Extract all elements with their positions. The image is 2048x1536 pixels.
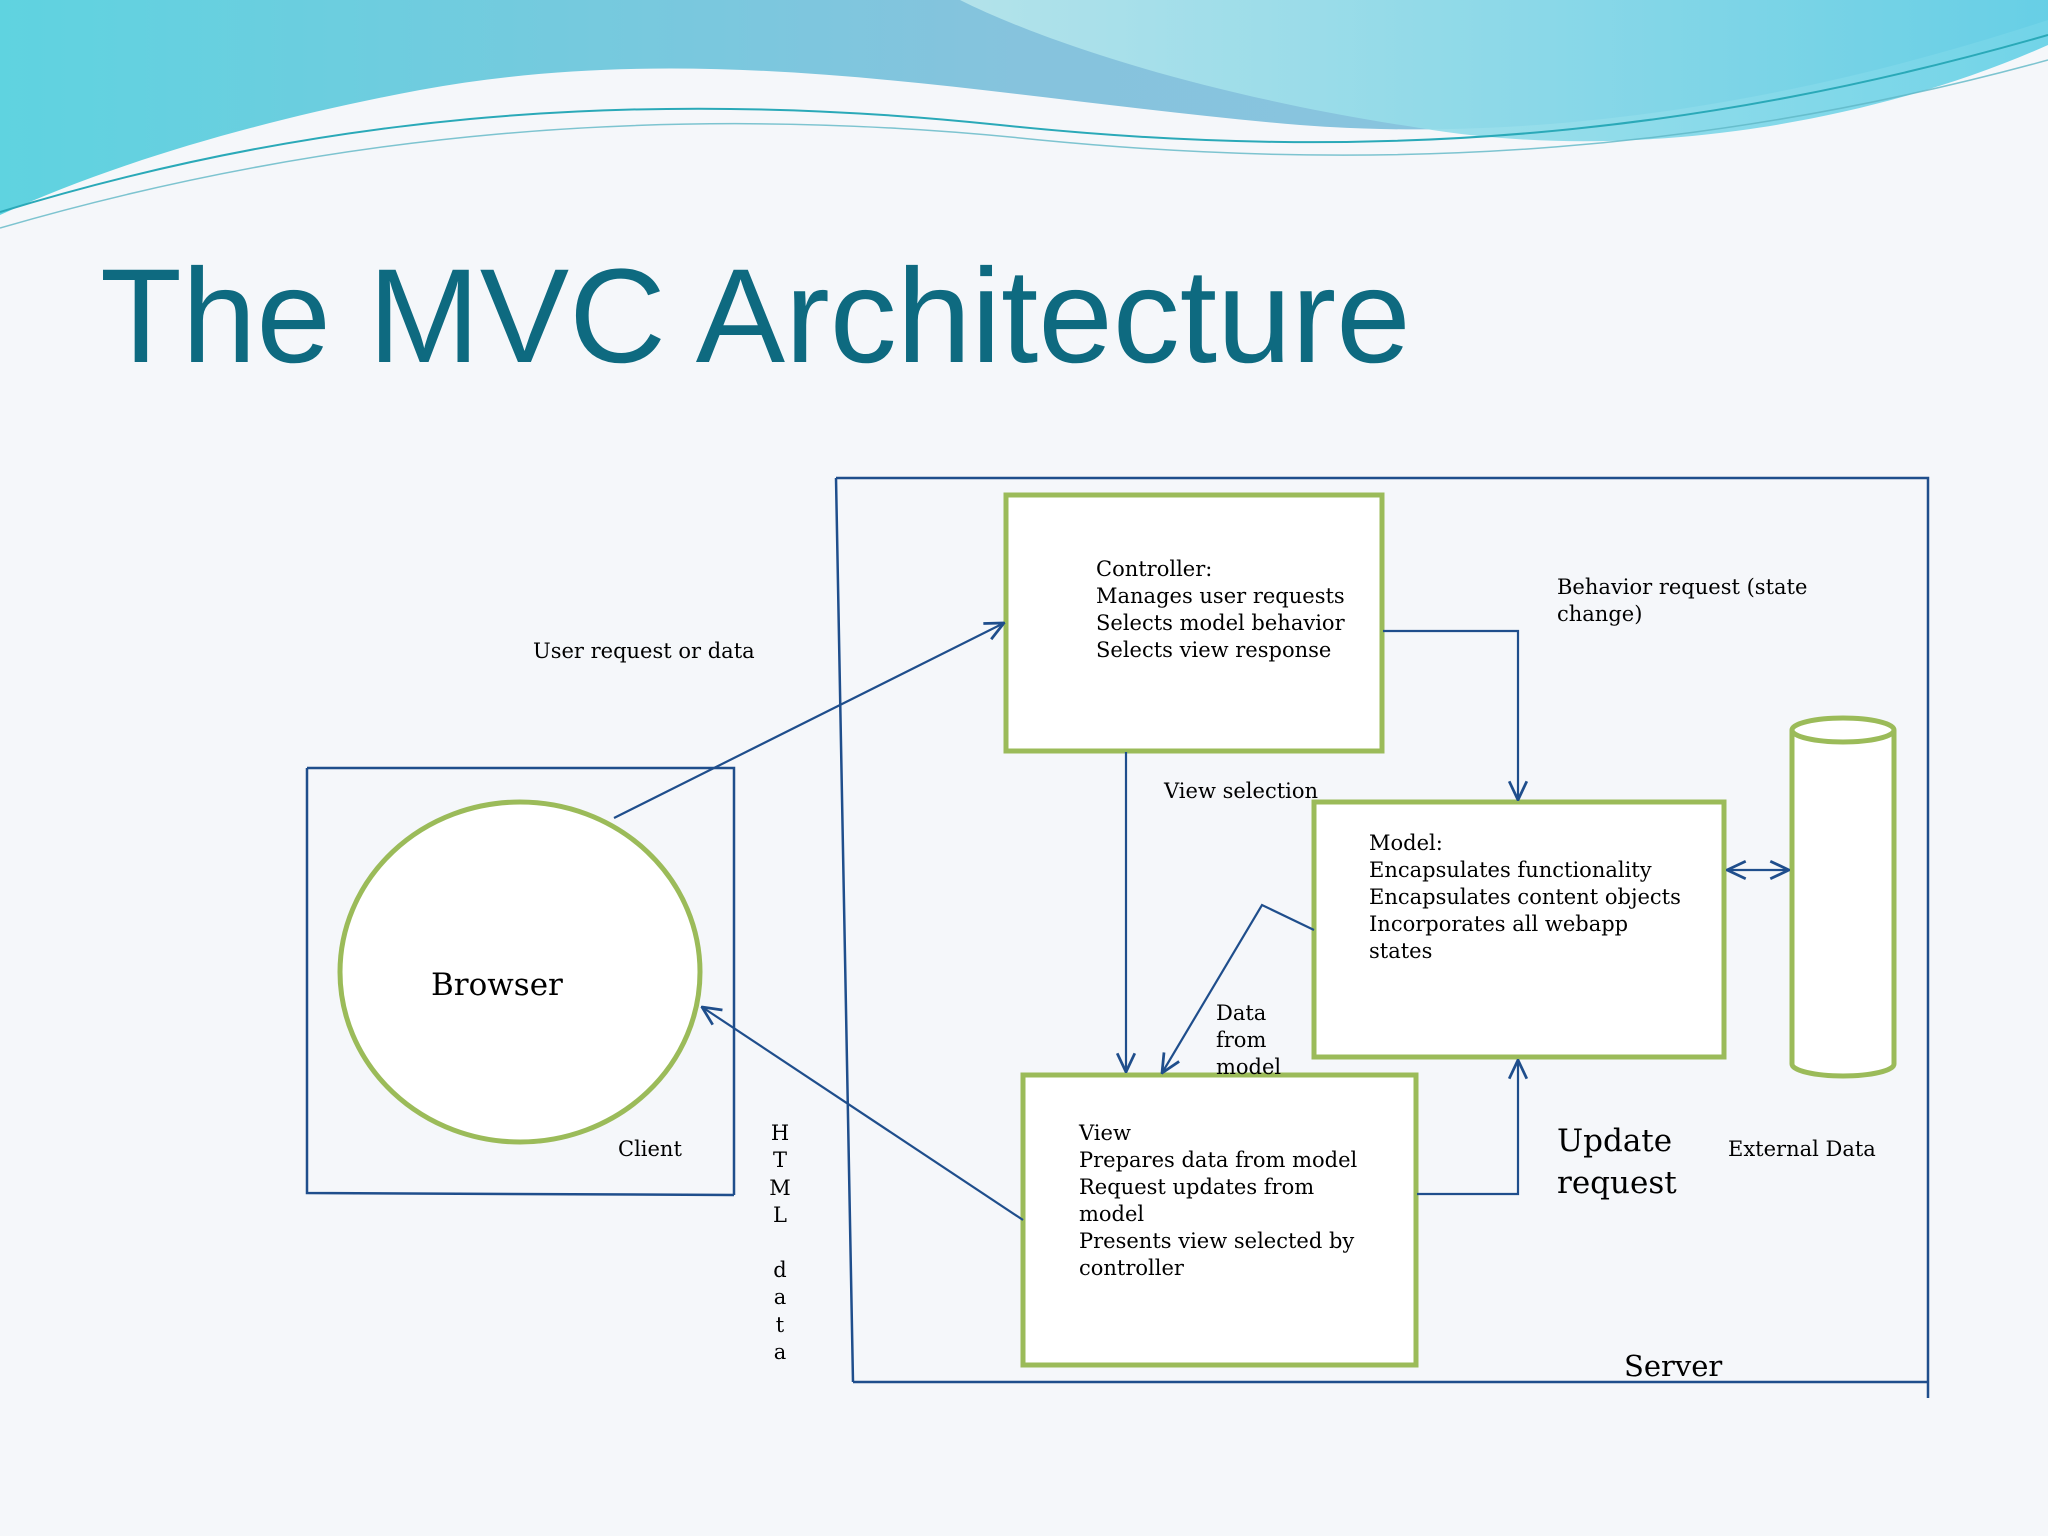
view-line: View xyxy=(1079,1121,1131,1145)
data-from-model-line: from xyxy=(1216,1028,1267,1052)
data-from-model-line: Data xyxy=(1216,1001,1267,1025)
controller-label: Controller: Manages user requests Select… xyxy=(1096,556,1345,664)
external-data-label: External Data xyxy=(1728,1137,1876,1161)
data-from-model-arrow xyxy=(1162,903,1315,1073)
behavior-request-label: Behavior request (state change) xyxy=(1557,574,1807,628)
client-boundary xyxy=(305,766,736,1197)
view-line: controller xyxy=(1079,1256,1184,1280)
html-data-letter: M xyxy=(769,1175,791,1200)
user-request-arrow xyxy=(613,623,1004,819)
view-line: Request updates from xyxy=(1079,1175,1315,1199)
controller-line: Manages user requests xyxy=(1096,584,1345,608)
server-boundary xyxy=(834,476,1930,1398)
model-line: states xyxy=(1369,939,1433,963)
html-data-letter xyxy=(768,1230,792,1257)
view-line: Prepares data from model xyxy=(1079,1148,1358,1172)
behavior-request-arrow xyxy=(1383,629,1518,800)
html-data-letter: a xyxy=(773,1285,787,1310)
update-request-line: request xyxy=(1557,1165,1677,1201)
server-label: Server xyxy=(1624,1349,1723,1383)
update-request-line: Update xyxy=(1557,1123,1673,1159)
browser-label: Browser xyxy=(431,967,563,1003)
html-data-letter: H xyxy=(770,1121,790,1145)
model-line: Encapsulates content objects xyxy=(1369,885,1681,909)
behavior-request-line: Behavior request (state xyxy=(1557,575,1808,599)
controller-line: Selects model behavior xyxy=(1096,611,1345,635)
controller-line: Selects view response xyxy=(1096,638,1332,662)
model-line: Incorporates all webapp xyxy=(1369,912,1629,936)
browser-node xyxy=(337,799,703,1145)
model-line: Model: xyxy=(1369,831,1443,855)
model-line: Encapsulates functionality xyxy=(1369,858,1652,882)
controller-line: Controller: xyxy=(1096,557,1213,581)
view-line: model xyxy=(1079,1202,1145,1226)
update-request-label: Update request xyxy=(1557,1120,1677,1204)
page-title: The MVC Architecture xyxy=(100,242,1411,391)
view-selection-label: View selection xyxy=(1164,779,1319,803)
html-data-letter: a xyxy=(773,1340,787,1365)
model-box xyxy=(1311,799,1727,1060)
user-request-label: User request or data xyxy=(533,639,755,663)
header-wave-decoration xyxy=(0,0,2048,229)
external-data-cylinder xyxy=(1789,715,1897,1079)
html-data-letter: d xyxy=(773,1257,787,1282)
html-data-arrow xyxy=(702,1007,1024,1221)
behavior-request-line: change) xyxy=(1557,602,1643,626)
update-request-arrow xyxy=(1417,1060,1518,1196)
data-from-model-label: Data from model xyxy=(1216,1000,1281,1081)
view-box xyxy=(1020,1072,1419,1368)
client-label: Client xyxy=(618,1137,682,1161)
html-data-letter: t xyxy=(775,1312,785,1337)
html-data-letter: T xyxy=(772,1148,787,1173)
model-label: Model: Encapsulates functionality Encaps… xyxy=(1369,830,1681,965)
view-label: View Prepares data from model Request up… xyxy=(1079,1120,1357,1282)
view-line: Presents view selected by xyxy=(1079,1229,1355,1253)
html-data-letter: L xyxy=(773,1203,787,1228)
html-data-label: H T M L d a t a xyxy=(768,1120,792,1367)
data-from-model-line: model xyxy=(1216,1055,1282,1079)
